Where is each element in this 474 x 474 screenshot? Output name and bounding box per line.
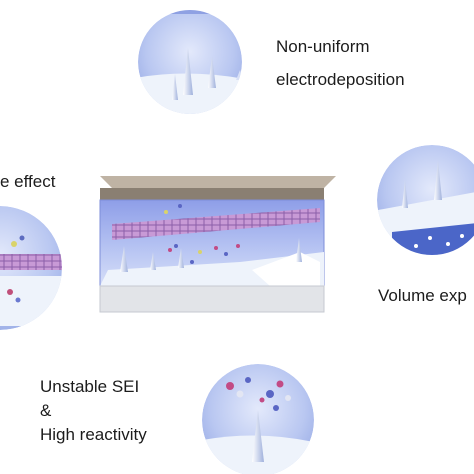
bottom-magnified-circle: [202, 364, 314, 474]
cell-base: [100, 286, 324, 312]
left-magnified-circle: [0, 206, 62, 330]
label-volume-expansion: Volume exp: [378, 286, 467, 305]
separator: [112, 208, 320, 240]
label-high-reactivity: High reactivity: [40, 425, 147, 444]
battery-cell: [99, 176, 336, 313]
label-ampersand: &: [40, 401, 52, 420]
label-electrodeposition: electrodeposition: [276, 70, 405, 89]
top-magnified-circle: [138, 10, 242, 114]
cell-top-cap: [100, 176, 336, 188]
label-unstable-sei: Unstable SEI: [40, 377, 140, 396]
label-side-effect: e effect: [0, 172, 56, 191]
right-magnified-circle: [377, 145, 474, 255]
label-non-uniform: Non-uniform: [276, 37, 370, 56]
